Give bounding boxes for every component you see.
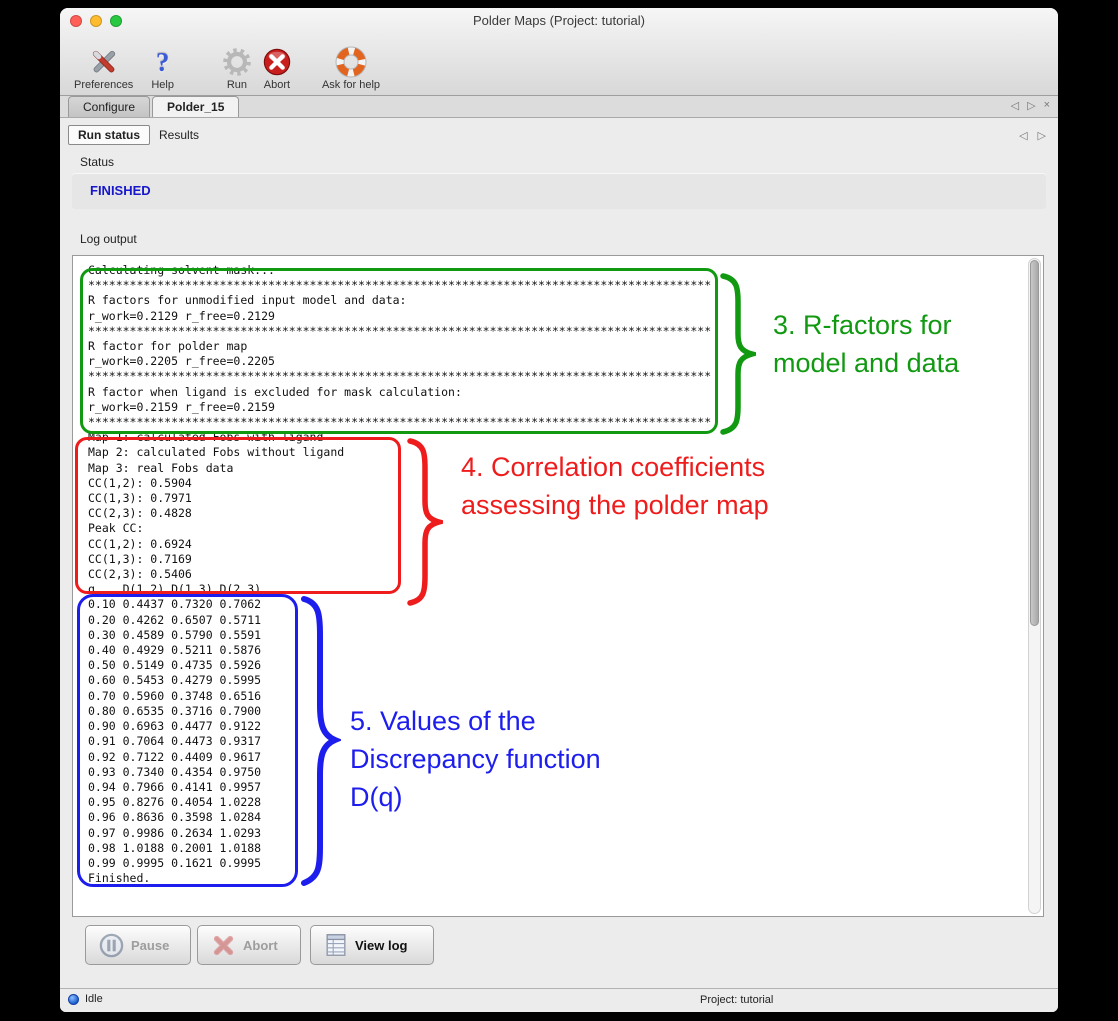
tab-polder-15[interactable]: Polder_15 bbox=[152, 96, 240, 117]
tab-next-icon[interactable]: ▷ bbox=[1027, 100, 1036, 112]
status-banner: FINISHED bbox=[72, 173, 1046, 209]
run-label: Run bbox=[226, 79, 248, 91]
zoom-window-button[interactable] bbox=[110, 15, 122, 27]
log-output-area: Calculating solvent mask... ************… bbox=[72, 255, 1044, 917]
ask-for-help-lifering-icon bbox=[335, 46, 367, 78]
log-scrollbar-thumb[interactable] bbox=[1030, 260, 1039, 627]
log-output-label: Log output bbox=[80, 232, 137, 246]
statusbar: Idle Project: tutorial bbox=[60, 988, 1058, 1012]
toolbar: Preferences ? Help Run bbox=[60, 34, 1058, 96]
abort-run-button-label: Abort bbox=[243, 937, 278, 953]
tab-configure[interactable]: Configure bbox=[68, 96, 151, 117]
help-button[interactable]: ? Help bbox=[151, 46, 174, 92]
tab-prev-icon[interactable]: ◁ bbox=[1010, 100, 1020, 112]
subtab-next-icon[interactable]: ▷ bbox=[1037, 129, 1046, 142]
ask-for-help-button[interactable]: Ask for help bbox=[322, 46, 380, 91]
abort-x-icon bbox=[213, 935, 234, 955]
preferences-button[interactable]: Preferences bbox=[74, 46, 133, 91]
view-log-icon bbox=[326, 934, 346, 956]
statusbar-project: Project: tutorial bbox=[700, 994, 774, 1006]
idle-indicator-icon bbox=[68, 993, 79, 1005]
run-gear-icon bbox=[222, 46, 252, 78]
tab-controls: ◁ ▷ × bbox=[1011, 99, 1050, 112]
subtab-results[interactable]: Results bbox=[159, 128, 200, 142]
sub-tabbar: Run status Results ◁ ▷ bbox=[68, 123, 1050, 147]
preferences-label: Preferences bbox=[74, 79, 134, 91]
pause-button-label: Pause bbox=[131, 937, 170, 953]
preferences-tools-icon bbox=[88, 46, 120, 78]
help-question-icon: ? bbox=[155, 46, 170, 77]
traffic-lights bbox=[70, 15, 122, 27]
status-section-label: Status bbox=[80, 155, 115, 169]
tab-close-icon[interactable]: × bbox=[1043, 99, 1050, 111]
help-label: Help bbox=[151, 79, 174, 91]
subtab-run-status[interactable]: Run status bbox=[68, 125, 151, 145]
close-window-button[interactable] bbox=[70, 15, 82, 27]
minimize-window-button[interactable] bbox=[90, 15, 102, 27]
status-value: FINISHED bbox=[90, 183, 151, 198]
window-chrome: Polder Maps (Project: tutorial) Preferen… bbox=[60, 8, 1058, 96]
pause-icon bbox=[99, 933, 124, 957]
pause-button[interactable]: Pause bbox=[85, 925, 191, 965]
subtab-controls: ◁ ▷ bbox=[1019, 129, 1046, 142]
subtab-prev-icon[interactable]: ◁ bbox=[1019, 129, 1028, 142]
run-button[interactable]: Run bbox=[222, 46, 252, 91]
view-log-button[interactable]: View log bbox=[310, 925, 434, 965]
log-text: Calculating solvent mask... ************… bbox=[88, 263, 712, 886]
ask-for-help-label: Ask for help bbox=[321, 79, 381, 91]
abort-run-button[interactable]: Abort bbox=[197, 925, 301, 965]
window-title: Polder Maps (Project: tutorial) bbox=[473, 13, 645, 28]
statusbar-state: Idle bbox=[85, 993, 103, 1005]
abort-icon bbox=[262, 46, 292, 78]
abort-button[interactable]: Abort bbox=[262, 46, 292, 91]
titlebar: Polder Maps (Project: tutorial) bbox=[60, 8, 1058, 34]
view-log-button-label: View log bbox=[355, 937, 408, 953]
abort-label: Abort bbox=[263, 79, 291, 91]
log-scrollbar[interactable] bbox=[1028, 258, 1041, 914]
main-tabbar: Configure Polder_15 ◁ ▷ × bbox=[60, 96, 1058, 118]
app-window: Polder Maps (Project: tutorial) Preferen… bbox=[60, 8, 1058, 1012]
